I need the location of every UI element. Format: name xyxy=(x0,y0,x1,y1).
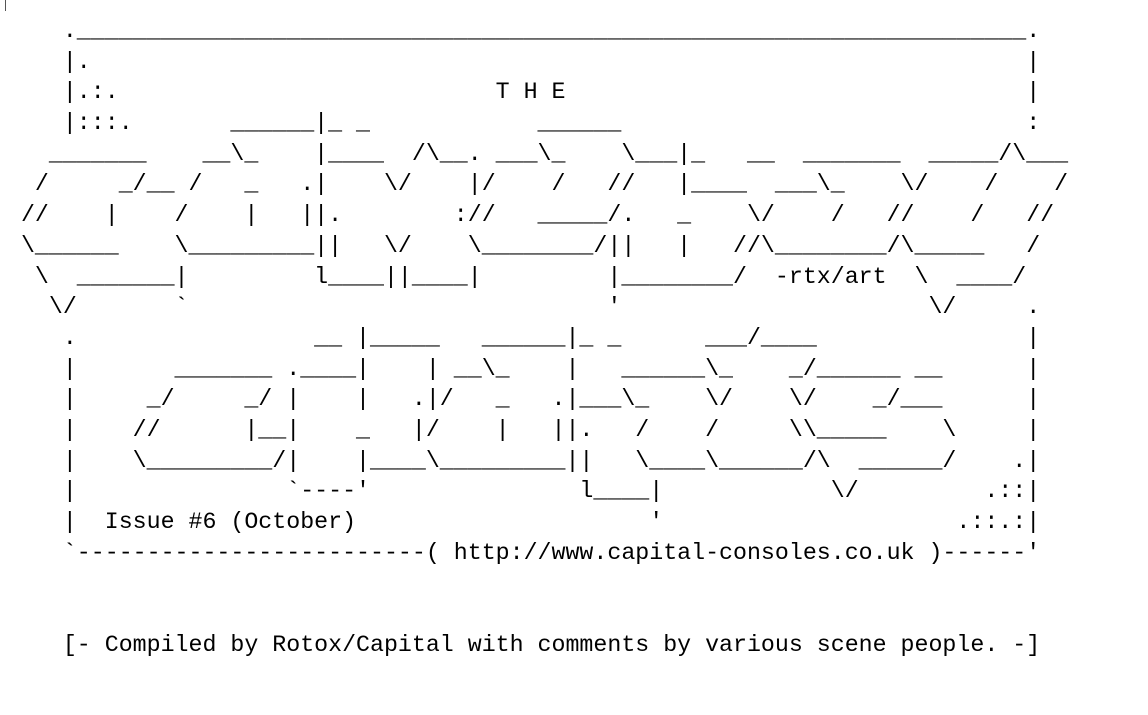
art-logo-line: / _/__ / _ .| \/ |/ / // |____ ___\_ \/ … xyxy=(7,171,1069,198)
art-logo-line: . __ |_____ ______|_ _ ___/____ | xyxy=(7,324,1041,351)
art-line: |:::. ______|_ _ ______ : xyxy=(7,110,1041,137)
art-logo-line: // | / | ||. :// _____/. _ \/ / // / // xyxy=(7,202,1055,229)
art-logo-line: _______ __\_ |____ /\__. ___\_ \___|_ __… xyxy=(7,140,1069,167)
art-logo-signature: \ _______| l____||____| |________/ -rtx/… xyxy=(7,263,1027,290)
art-title-the: |.:. T H E | xyxy=(7,79,1041,106)
art-logo-line: | `----' l____| \/ .::| xyxy=(7,478,1041,505)
ascii-art-header: ._______________________________________… xyxy=(7,16,1068,660)
credits-line: [- Compiled by Rotox/Capital with commen… xyxy=(7,631,1041,658)
art-logo-line: | // |__| _ |/ | ||. / / \\_____ \ | xyxy=(7,416,1041,443)
blank-line xyxy=(7,568,1068,599)
art-logo-line: \______ \_________|| \/ \________/|| | /… xyxy=(7,232,1041,259)
blank-line xyxy=(7,599,1068,630)
art-bottom-border-url: `-------------------------( http://www.c… xyxy=(7,539,1041,566)
art-logo-line: \/ ` ' \/ . xyxy=(7,294,1041,321)
art-logo-line: | \_________/| |____\_________|| \____\_… xyxy=(7,447,1041,474)
issue-label: | Issue #6 (October) ' .::.:| xyxy=(7,509,1041,535)
art-logo-line: | _______ .____| | __\_ | ______\_ _/___… xyxy=(7,355,1041,382)
text-cursor xyxy=(5,0,6,11)
art-logo-line: | _/ _/ | | .|/ _ .|___\_ \/ \/ _/___ | xyxy=(7,386,1041,413)
art-top-border: ._______________________________________… xyxy=(7,18,1041,44)
art-line: |. | xyxy=(7,48,1041,75)
